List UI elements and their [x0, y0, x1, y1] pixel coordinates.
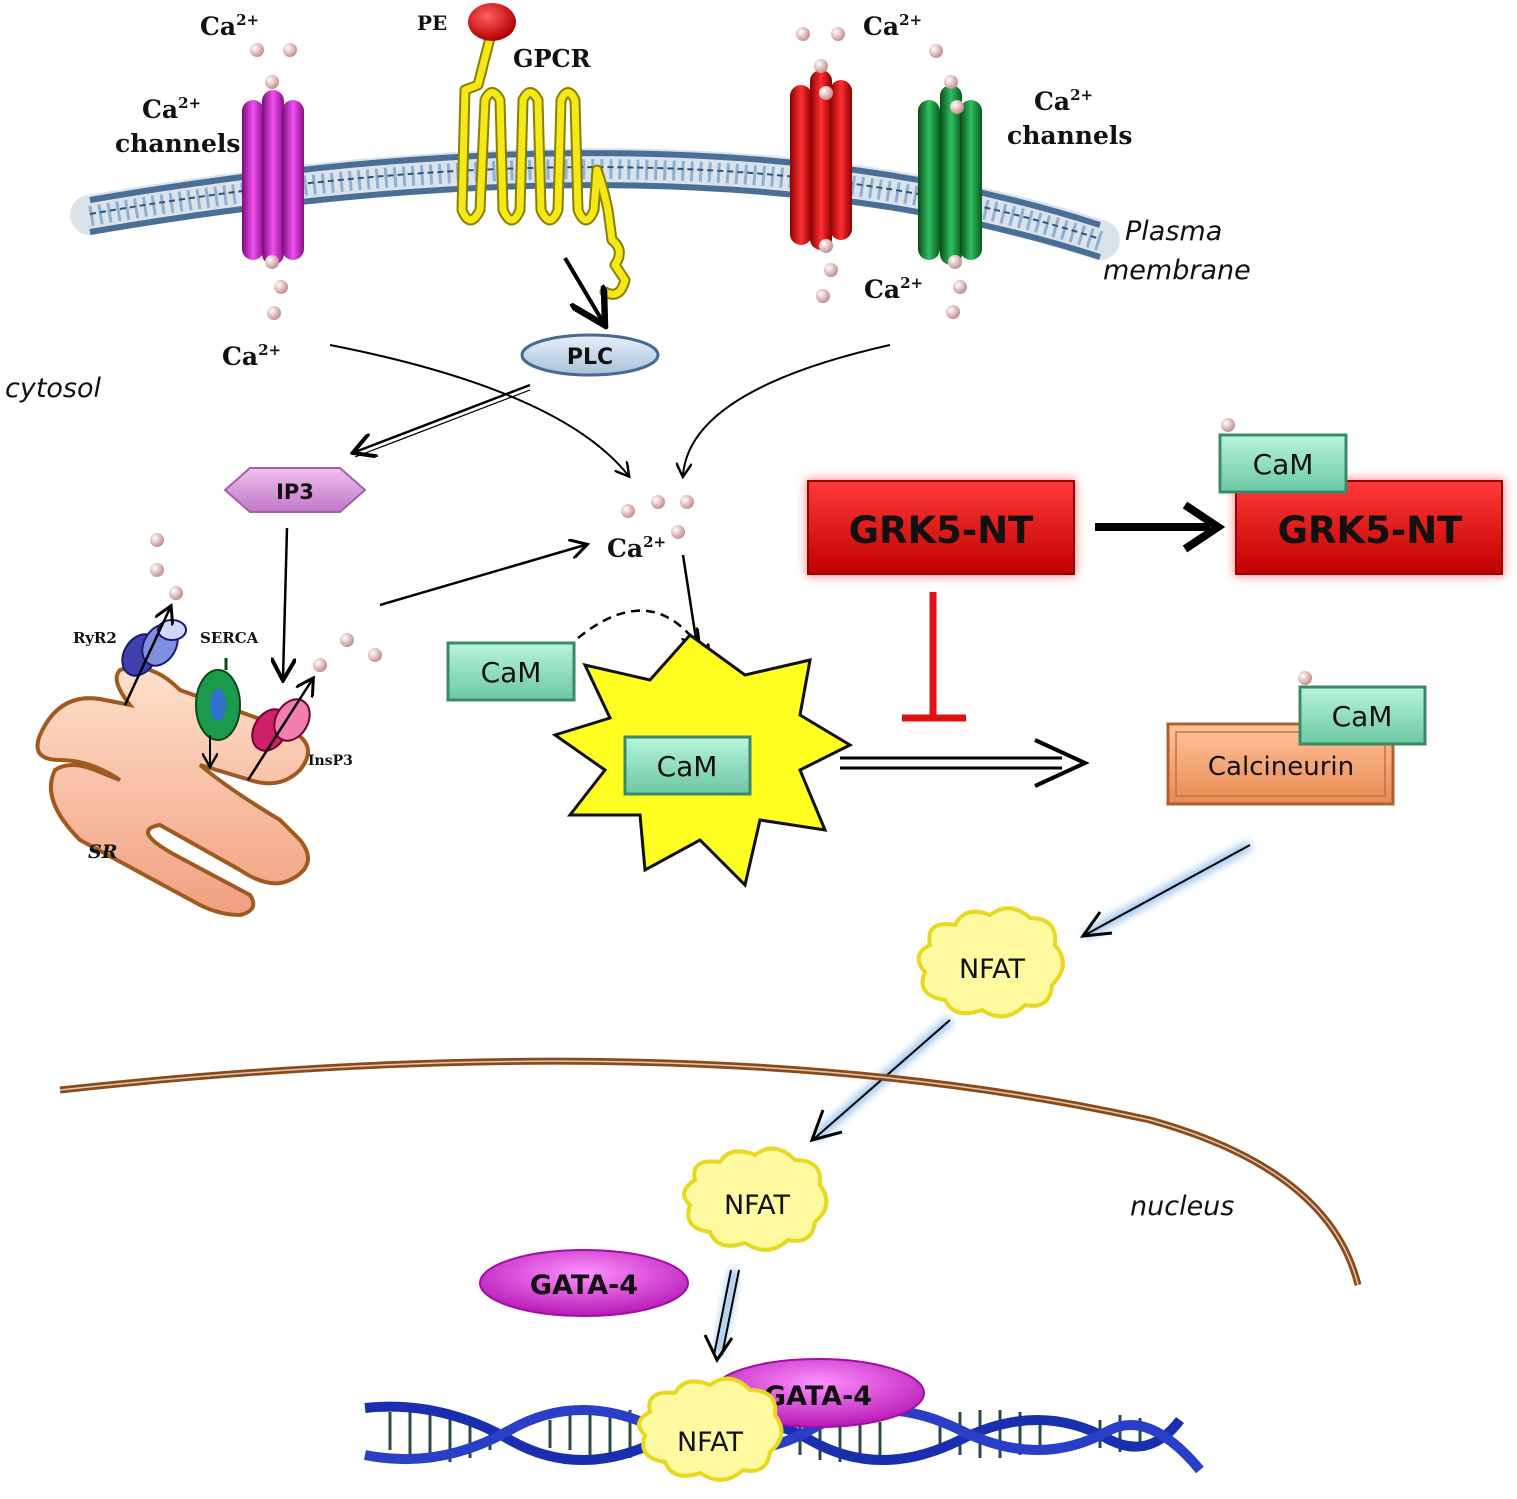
- plasma-membrane-label-line2: membrane: [1103, 255, 1251, 286]
- arrow-nfat-dna: [703, 1269, 740, 1363]
- cytosol-label: cytosol: [5, 373, 102, 404]
- sarcoplasmic-reticulum: [35, 665, 310, 918]
- inhibition-marker: [902, 592, 966, 722]
- ip3-node: IP3: [223, 467, 367, 513]
- calcium-channel-red: [790, 70, 852, 250]
- gata4-dna-label: GATA-4: [764, 1381, 872, 1412]
- nfat-cytosol-label: NFAT: [959, 954, 1026, 985]
- grk5-nt-box: GRK5-NT: [806, 479, 1076, 576]
- nucleus-label: nucleus: [1130, 1191, 1234, 1222]
- dna-helix: [364, 1401, 1204, 1474]
- grk5-nt-label: GRK5-NT: [849, 509, 1035, 552]
- activated-cam-starburst: CaM: [551, 632, 854, 888]
- pe-ligand: [468, 3, 516, 41]
- pathway-arrows: [283, 256, 891, 678]
- cam-calcineurin-label: CaM: [1332, 700, 1393, 733]
- ip3-label: IP3: [276, 480, 314, 504]
- serca-pump: [195, 658, 241, 765]
- calcineurin-label: Calcineurin: [1208, 752, 1354, 782]
- ca-label-bottom-left: Ca2+: [222, 341, 281, 371]
- channels-left-line2: channels: [115, 129, 240, 158]
- sr-label: SR: [88, 841, 118, 863]
- calcium-channel-magenta: [242, 90, 304, 265]
- grk5-nt-complex-label: GRK5-NT: [1278, 509, 1464, 552]
- channels-right-line1: Ca2+: [1034, 86, 1093, 116]
- gpcr-label: GPCR: [513, 44, 592, 73]
- insp3-receptor: [246, 680, 317, 781]
- channels-left-line1: Ca2+: [142, 94, 201, 124]
- cam-free: CaM: [446, 641, 576, 702]
- ryr2-label: RyR2: [73, 629, 117, 647]
- nfat-dna-bound: NFAT: [637, 1376, 784, 1482]
- nfat-nucleus: NFAT: [682, 1146, 829, 1252]
- calcium-channel-green: [918, 85, 982, 265]
- nfat-cytosol: NFAT: [916, 906, 1065, 1019]
- nfat-nucleus-label: NFAT: [724, 1190, 791, 1221]
- pe-label: PE: [417, 11, 447, 35]
- ca-label-bottom-right: Ca2+: [864, 274, 923, 304]
- plc-label: PLC: [567, 345, 613, 370]
- arrow-calcineurin-nfat: [1079, 840, 1253, 940]
- grk5-binding-arrowhead: [1182, 501, 1226, 553]
- plasma-membrane-label-line1: Plasma: [1125, 216, 1222, 247]
- cam-grk-label: CaM: [1253, 448, 1314, 481]
- ca-label-top-right: Ca2+: [863, 11, 922, 41]
- gpcr-receptor: [456, 3, 631, 300]
- serca-label: SERCA: [200, 629, 259, 647]
- calcium-ions: [150, 27, 1312, 731]
- cam-free-label: CaM: [481, 656, 542, 689]
- plc-enzyme: PLC: [520, 333, 660, 377]
- gata4-free-label: GATA-4: [530, 1270, 638, 1301]
- channels-right-line2: channels: [1007, 121, 1132, 150]
- cam-star-label: CaM: [657, 750, 718, 783]
- ca-label-center: Ca2+: [607, 533, 666, 563]
- activation-arrow-calcineurin: [840, 738, 1090, 788]
- ca-label-top-left: Ca2+: [200, 11, 259, 41]
- grk5-nt-cam-complex: GRK5-NT CaM: [1218, 433, 1504, 576]
- ryr2-channel: [121, 608, 187, 706]
- nfat-dna-label: NFAT: [677, 1427, 744, 1458]
- calcineurin-complex: Calcineurin CaM: [1166, 685, 1427, 806]
- insp3-label: InsP3: [308, 753, 353, 769]
- gata4-free: GATA-4: [479, 1249, 689, 1317]
